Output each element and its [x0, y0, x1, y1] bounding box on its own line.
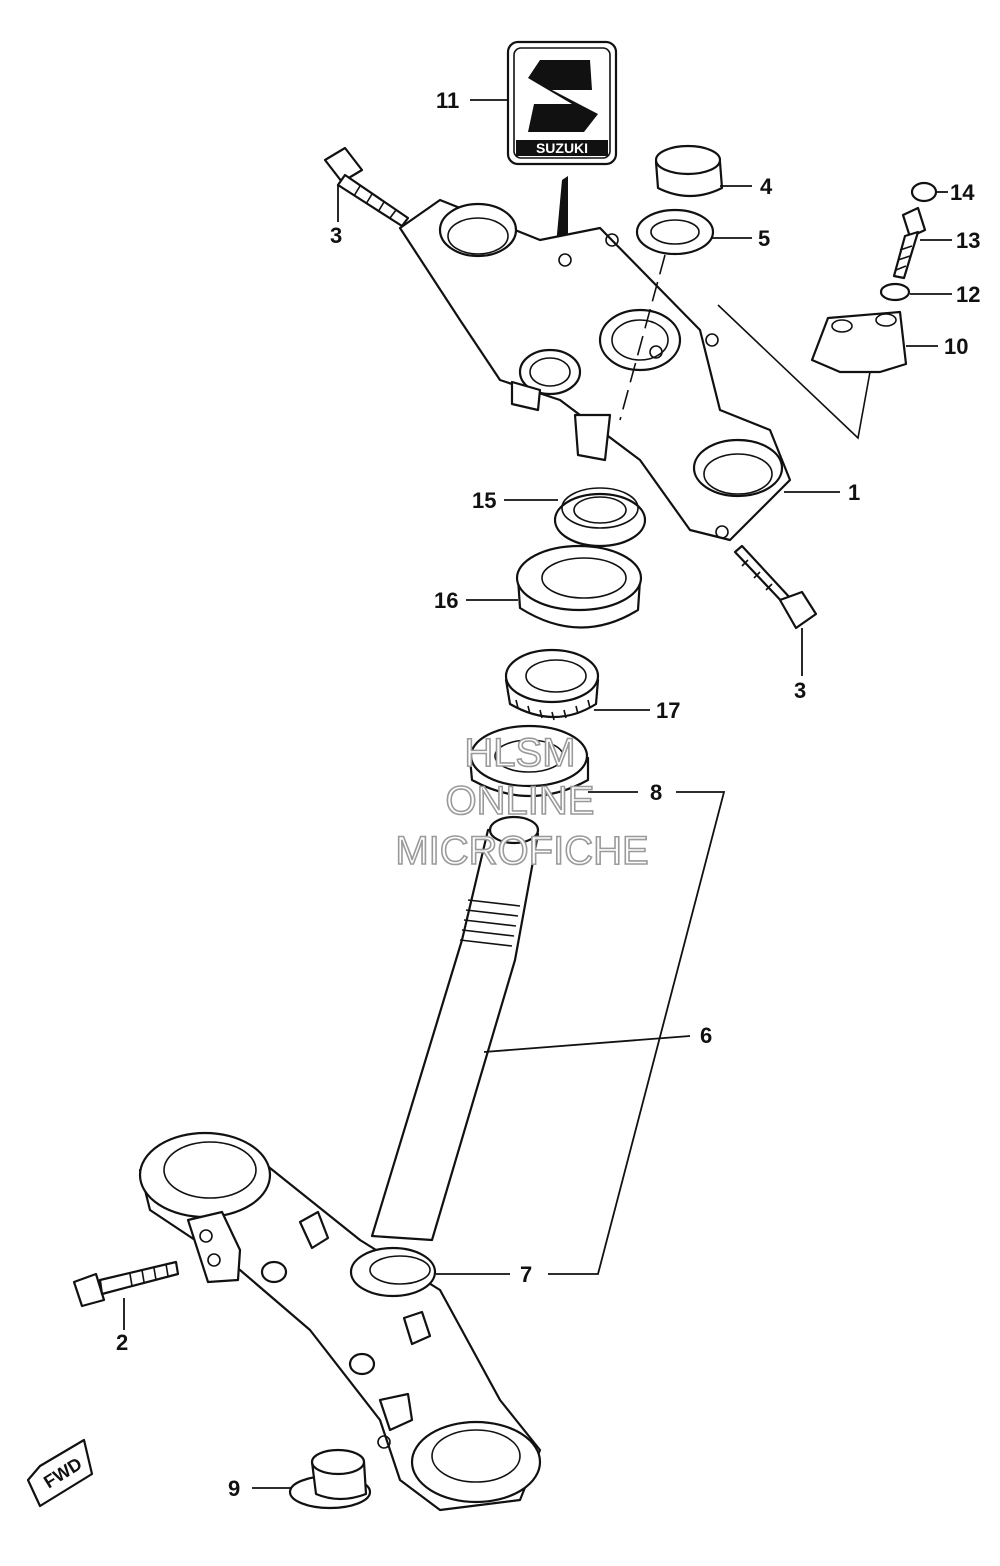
upper-bearing: [504, 648, 600, 721]
lower-bearing: [468, 724, 590, 798]
callout-9: 9: [228, 1476, 240, 1501]
watermark-line-3: MICROFICHE: [395, 829, 648, 873]
callout-7: 7: [520, 1262, 532, 1287]
plug-cap: [910, 181, 938, 203]
spring-washer: [879, 282, 911, 302]
emblem-pointer-arrow: [556, 176, 568, 245]
callout-16: 16: [434, 588, 458, 613]
callout-6: 6: [700, 1023, 712, 1048]
bracket-line-8-6-7: [548, 791, 726, 1275]
callout-8: 8: [650, 780, 662, 805]
suzuki-s-logo-icon: [528, 60, 598, 132]
bracket-cap: [288, 1448, 372, 1510]
dust-seal: [515, 544, 643, 629]
fwd-arrow-icon: FWD: [26, 1438, 94, 1508]
suzuki-emblem: SUZUKI: [506, 40, 618, 166]
holder-bolt: [892, 206, 927, 280]
bolt-upper-right: [733, 544, 818, 630]
cap-nut: [654, 144, 724, 198]
callout-14: 14: [950, 180, 975, 205]
upper-bracket: [398, 198, 792, 542]
callout-3-lower: 3: [794, 678, 806, 703]
bolt-upper-left: [323, 146, 410, 228]
callout-2: 2: [116, 1330, 128, 1355]
callout-15: 15: [472, 488, 496, 513]
callout-11: 11: [436, 88, 459, 113]
centerline-dash: [619, 254, 666, 421]
watermark: HLSM ONLINE MICROFICHE: [395, 730, 650, 874]
callout-1: 1: [848, 480, 860, 505]
callout-10: 10: [944, 334, 968, 359]
holder-guide-line: [717, 304, 871, 440]
watermark-line-1: HLSM: [464, 731, 575, 775]
lower-bracket: [138, 1131, 542, 1512]
callout-17: 17: [656, 698, 680, 723]
callout-5: 5: [758, 226, 770, 251]
washer: [635, 208, 715, 256]
steering-stem: [370, 815, 540, 1242]
handlebar-holder: [810, 310, 908, 374]
steering-stem-nut: [553, 487, 647, 548]
emblem-brand-text: SUZUKI: [536, 140, 588, 156]
lower-bolt: [72, 1260, 180, 1308]
watermark-line-2: ONLINE: [446, 779, 595, 823]
callout-3-upper: 3: [330, 223, 342, 248]
leader-6: [483, 1035, 691, 1053]
callout-12: 12: [956, 282, 980, 307]
callout-4: 4: [760, 174, 773, 199]
callout-13: 13: [956, 228, 980, 253]
